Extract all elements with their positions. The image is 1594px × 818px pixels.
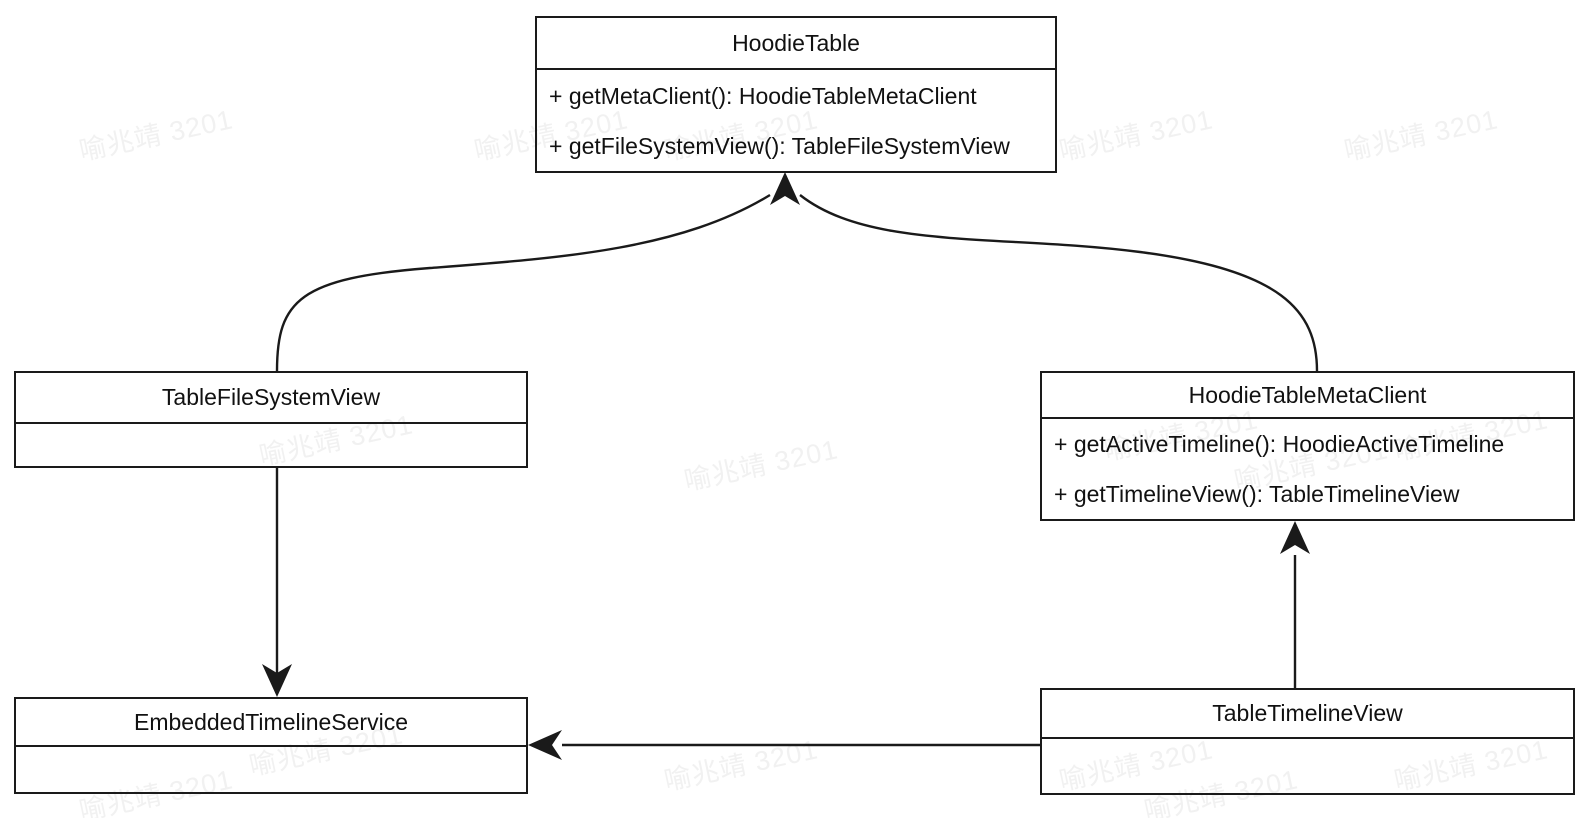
class-body-table-file-system-view [16, 424, 526, 466]
class-title-embedded-timeline-service: EmbeddedTimelineService [16, 699, 526, 747]
class-name-hoodie-table: HoodieTable [732, 29, 860, 56]
arrowhead-into-embeddedtimelineservice-right [528, 730, 562, 760]
class-name-embedded-timeline-service: EmbeddedTimelineService [133, 708, 408, 735]
class-member: + getActiveTimeline(): HoodieActiveTimel… [1054, 431, 1505, 457]
class-body-table-timeline-view [1042, 739, 1573, 793]
watermark-text: 喻兆靖 3201 [661, 734, 821, 797]
class-body-embedded-timeline-service [16, 747, 526, 792]
class-member: + getTimelineView(): TableTimelineView [1054, 481, 1460, 507]
edge-hoodietablemetaclient-to-hoodietable [799, 194, 1319, 372]
class-title-hoodie-table: HoodieTable [537, 18, 1055, 70]
class-member: + getFileSystemView(): TableFileSystemVi… [549, 132, 1010, 159]
arrowhead-into-hoodietable [770, 172, 800, 205]
class-box-hoodie-table-meta-client[interactable]: HoodieTableMetaClient + getActiveTimelin… [1040, 371, 1575, 521]
class-body-hoodie-table-meta-client: + getActiveTimeline(): HoodieActiveTimel… [1042, 419, 1573, 519]
arrowhead-into-embeddedtimelineservice-top [262, 664, 292, 697]
class-title-hoodie-table-meta-client: HoodieTableMetaClient [1042, 373, 1573, 419]
class-name-table-timeline-view: TableTimelineView [1212, 700, 1403, 726]
class-box-table-timeline-view[interactable]: TableTimelineView [1040, 688, 1575, 795]
class-box-table-file-system-view[interactable]: TableFileSystemView [14, 371, 528, 468]
arrowhead-into-hoodietablemetaclient-bottom [1280, 521, 1310, 554]
class-body-hoodie-table: + getMetaClient(): HoodieTableMetaClient… [537, 70, 1055, 171]
watermark-text: 喻兆靖 3201 [681, 434, 841, 497]
watermark-text: 喻兆靖 3201 [1056, 104, 1216, 167]
class-title-table-timeline-view: TableTimelineView [1042, 690, 1573, 739]
class-box-embedded-timeline-service[interactable]: EmbeddedTimelineService [14, 697, 528, 794]
class-member: + getMetaClient(): HoodieTableMetaClient [549, 82, 977, 109]
watermark-text: 喻兆靖 3201 [1341, 104, 1501, 167]
edge-tablefilesystemview-to-hoodietable [275, 193, 771, 372]
class-name-hoodie-table-meta-client: HoodieTableMetaClient [1188, 381, 1427, 408]
class-title-table-file-system-view: TableFileSystemView [16, 373, 526, 424]
class-name-table-file-system-view: TableFileSystemView [161, 384, 381, 410]
class-box-hoodie-table[interactable]: HoodieTable + getMetaClient(): HoodieTab… [535, 16, 1057, 173]
watermark-text: 喻兆靖 3201 [76, 104, 236, 167]
